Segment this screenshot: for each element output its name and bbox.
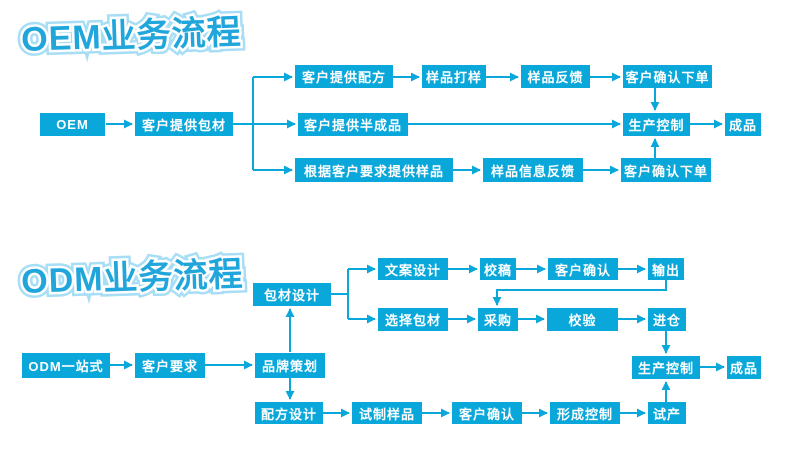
node-oem-finished-product: 成品 <box>725 113 761 136</box>
oem-flow-title: OEM业务流程 OEM业务流程 OEM业务流程 <box>16 4 248 64</box>
node-odm-customer-confirm-formula: 客户确认 <box>452 402 522 424</box>
odm-flow-title: ODM业务流程 ODM业务流程 ODM业务流程 <box>16 246 250 306</box>
node-odm-start: ODM一站式 <box>22 353 110 378</box>
oem-title-text: OEM业务流程 <box>20 13 243 60</box>
node-odm-trial-production: 试产 <box>648 402 686 424</box>
node-odm-brand-planning: 品牌策划 <box>255 353 325 378</box>
node-odm-copy-design: 文案设计 <box>378 258 448 280</box>
node-oem-samples-per-request: 根据客户要求提供样品 <box>295 158 453 182</box>
node-oem-sample-info-feedback: 样品信息反馈 <box>483 158 583 182</box>
node-odm-purchase: 采购 <box>478 308 518 331</box>
node-oem-confirm-order-top: 客户确认下单 <box>623 65 712 88</box>
node-oem-sample-feedback: 样品反馈 <box>521 65 590 88</box>
node-oem-start: OEM <box>40 113 105 136</box>
node-odm-output: 输出 <box>648 258 684 280</box>
node-odm-customer-requirement: 客户要求 <box>135 353 205 378</box>
node-oem-sample-proofing: 样品打样 <box>422 65 486 88</box>
node-odm-into-warehouse: 进仓 <box>648 308 686 331</box>
node-odm-production-control: 生产控制 <box>632 356 700 379</box>
node-odm-proofreading: 校稿 <box>480 258 516 280</box>
node-odm-select-packaging: 选择包材 <box>378 308 448 331</box>
node-odm-customer-confirm-copy: 客户确认 <box>548 258 618 280</box>
node-odm-packaging-design: 包材设计 <box>253 283 331 306</box>
node-oem-customer-packaging: 客户提供包材 <box>135 112 233 136</box>
node-odm-verification: 校验 <box>547 308 618 331</box>
node-odm-formation-control: 形成控制 <box>550 402 620 424</box>
node-oem-customer-formula: 客户提供配方 <box>295 65 393 88</box>
node-odm-trial-samples: 试制样品 <box>352 402 422 424</box>
node-oem-semi-finished: 客户提供半成品 <box>298 113 408 136</box>
node-odm-formula-design: 配方设计 <box>255 402 323 424</box>
node-oem-confirm-order-bottom: 客户确认下单 <box>621 158 711 182</box>
node-odm-finished-product: 成品 <box>727 356 761 379</box>
odm-title-text: ODM业务流程 <box>20 255 245 302</box>
node-oem-production-control: 生产控制 <box>623 113 690 136</box>
